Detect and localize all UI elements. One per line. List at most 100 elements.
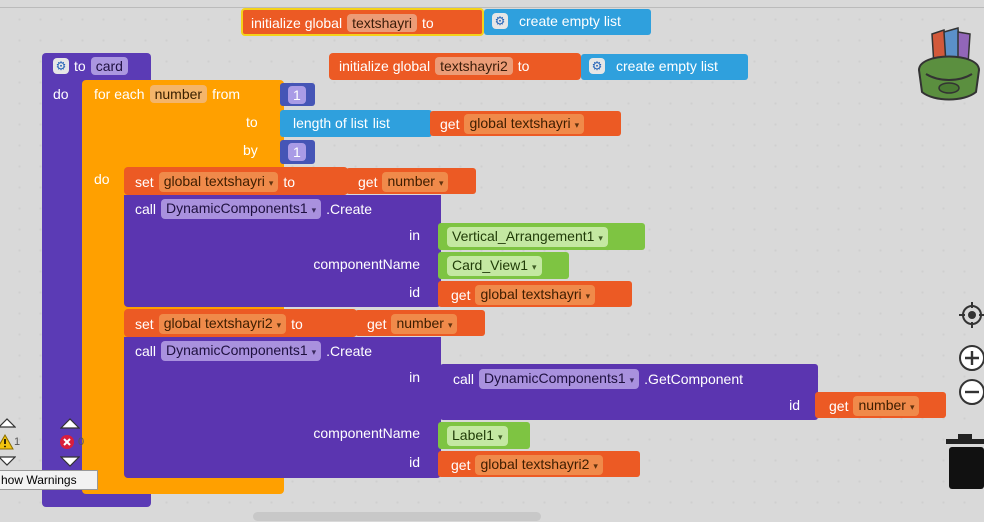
zoom-out-icon[interactable] [958,378,984,406]
get-global-textshayri-block[interactable]: get global textshayri▾ [438,281,632,307]
gear-icon[interactable]: ⚙ [589,58,605,74]
dropdown-arrow-icon: ▾ [311,347,317,357]
component-dropdown-text: Label1 [452,427,495,443]
variable-dropdown[interactable]: global textshayri▾ [475,285,596,305]
procedure-to-label: to [74,58,86,74]
param-in-label: in [409,369,420,385]
get-number-block[interactable]: get number▾ [355,310,485,336]
warning-nav-up-icon[interactable] [0,418,16,428]
component-dropdown[interactable]: DynamicComponents1▾ [161,341,322,361]
call-create-block-2[interactable]: call DynamicComponents1▾ .Create in comp… [124,337,441,478]
by-label: by [243,142,258,158]
procedure-do-label: do [53,86,69,102]
init-to-label: to [421,15,434,31]
dropdown-arrow-icon: ▾ [447,320,453,330]
variable-dropdown[interactable]: global textshayri2▾ [475,455,603,475]
component-dropdown[interactable]: DynamicComponents1▾ [479,369,640,389]
warning-nav-down-icon[interactable] [0,456,16,466]
component-dropdown-text: DynamicComponents1 [166,200,308,216]
variable-dropdown-text: number [858,397,906,413]
get-global-textshayri2-block[interactable]: get global textshayri2▾ [438,451,640,477]
create-empty-list-block[interactable]: ⚙ create empty list [581,54,748,80]
show-warnings-button[interactable]: how Warnings [0,470,98,490]
init-to-label: to [517,58,530,74]
method-label: .Create [326,201,373,217]
dropdown-arrow-icon: ▾ [585,291,591,301]
set-global-textshayri2-block[interactable]: set global textshayri2▾ to [124,309,357,337]
variable-dropdown[interactable]: number▾ [382,172,449,192]
call-create-block-1[interactable]: call DynamicComponents1▾ .Create in comp… [124,195,441,307]
param-id-label: id [789,397,800,413]
error-icon [59,434,75,450]
label1-block[interactable]: Label1▾ [438,422,530,449]
create-empty-list-block[interactable]: ⚙ create empty list [484,9,651,35]
call-label: call [135,201,157,217]
variable-dropdown[interactable]: global textshayri▾ [464,114,585,134]
variable-dropdown-text: global textshayri2 [163,315,273,331]
dropdown-arrow-icon: ▾ [593,461,598,471]
set-to-label: to [283,174,296,190]
variable-dropdown[interactable]: number▾ [391,314,458,334]
gear-icon[interactable]: ⚙ [492,13,508,29]
param-id-label: id [409,284,420,300]
set-global-textshayri-block[interactable]: set global textshayri▾ to [124,167,348,195]
warning-count: 1 [14,436,21,448]
dropdown-arrow-icon: ▾ [498,432,503,442]
error-nav-up-icon[interactable] [60,418,80,429]
variable-name-field[interactable]: textshayri2 [435,57,513,75]
number-block-by[interactable]: 1 [280,140,315,164]
call-label: call [135,343,157,359]
get-number-block[interactable]: get number▾ [346,168,476,194]
get-label: get [829,398,849,414]
dropdown-arrow-icon: ▾ [598,233,603,243]
method-label: .GetComponent [644,371,744,387]
length-of-list-block[interactable]: length of list list [280,110,432,137]
init-global-textshayri2-block[interactable]: initialize global textshayri2 to [329,53,581,80]
vertical-arrangement-block[interactable]: Vertical_Arrangement1▾ [438,223,645,250]
error-nav-down-icon[interactable] [60,456,80,467]
dropdown-arrow-icon: ▾ [909,402,915,412]
dropdown-arrow-icon: ▾ [276,320,282,330]
horizontal-scrollbar[interactable] [253,512,541,521]
loop-variable-field[interactable]: number [149,85,208,103]
component-dropdown[interactable]: Vertical_Arrangement1▾ [447,227,608,247]
length-of-list-label: length of list [293,115,368,131]
get-number-block[interactable]: get number▾ [815,392,946,418]
for-each-label: for each [94,86,145,102]
from-label: from [212,86,241,102]
component-dropdown[interactable]: Label1▾ [447,426,508,446]
init-label: initialize global [339,58,431,74]
variable-dropdown-text: number [387,173,435,189]
call-get-component-block[interactable]: call DynamicComponents1▾ .GetComponent i… [440,364,818,420]
locate-icon[interactable] [958,301,984,329]
get-label: get [451,287,471,303]
create-empty-list-label: create empty list [519,13,621,29]
component-dropdown[interactable]: Card_View1▾ [447,256,542,276]
set-label: set [135,174,154,190]
variable-dropdown[interactable]: number▾ [853,396,920,416]
variable-dropdown[interactable]: global textshayri▾ [158,172,279,192]
param-component-name-label: componentName [313,256,420,272]
backpack-icon[interactable] [914,22,984,102]
dropdown-arrow-icon: ▾ [311,205,317,215]
procedure-name-field[interactable]: card [90,57,128,75]
number-field[interactable]: 1 [288,86,306,104]
gear-icon[interactable]: ⚙ [53,58,69,74]
variable-dropdown-text: global textshayri [469,115,571,131]
card-view-block[interactable]: Card_View1▾ [438,252,569,279]
variable-dropdown[interactable]: global textshayri2▾ [158,314,287,334]
param-in-label: in [409,227,420,243]
init-global-textshayri-block[interactable]: initialize global textshayri to [241,8,484,36]
number-block-from[interactable]: 1 [280,83,315,106]
variable-dropdown-text: global textshayri [480,286,582,302]
error-count: 0 [78,436,85,448]
component-dropdown-text: Card_View1 [452,257,529,273]
get-label: get [451,457,471,473]
zoom-in-icon[interactable] [958,344,984,372]
component-dropdown[interactable]: DynamicComponents1▾ [161,199,322,219]
variable-dropdown-text: global textshayri2 [480,456,590,472]
trash-icon[interactable] [944,433,984,491]
variable-name-field[interactable]: textshayri [347,14,417,32]
get-global-textshayri-block[interactable]: get global textshayri▾ [430,111,621,136]
number-field[interactable]: 1 [288,143,306,161]
